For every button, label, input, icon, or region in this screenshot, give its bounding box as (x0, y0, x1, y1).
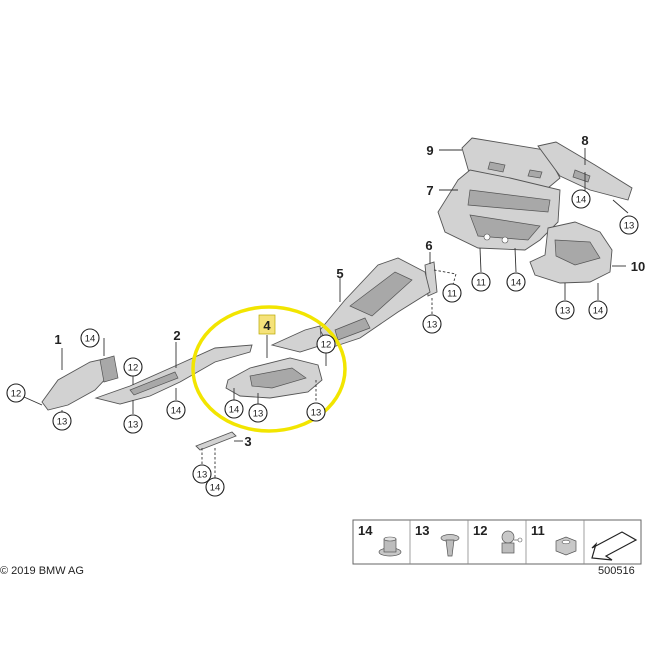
svg-text:13: 13 (427, 320, 438, 331)
svg-text:12: 12 (321, 340, 332, 351)
svg-text:12: 12 (128, 363, 139, 374)
part-label-1: 1 (54, 332, 61, 347)
highlight-ring (191, 305, 347, 433)
svg-text:12: 12 (11, 389, 22, 400)
callout-14: 14 (80, 328, 100, 348)
callout-12: 12 (6, 383, 26, 403)
svg-text:14: 14 (593, 306, 604, 317)
hex-nut-icon (555, 536, 577, 556)
callout-13: 13 (555, 300, 575, 320)
part-4-heat-shield[interactable] (225, 325, 323, 399)
push-clip-icon (440, 534, 460, 557)
part-10-heat-shield[interactable] (529, 221, 613, 284)
part-label-9: 9 (426, 143, 433, 158)
callout-12: 12 (123, 357, 143, 377)
svg-text:14: 14 (229, 405, 240, 416)
leader-lines (23, 148, 629, 478)
diagram-reference-number: 500516 (598, 565, 635, 577)
svg-text:13: 13 (253, 409, 264, 420)
callout-14: 14 (506, 272, 526, 292)
legend-label-14: 14 (358, 523, 373, 538)
part-label-2: 2 (173, 328, 180, 343)
svg-text:13: 13 (624, 221, 635, 232)
svg-text:11: 11 (447, 289, 457, 300)
callout-11: 11 (442, 283, 462, 303)
svg-text:13: 13 (560, 306, 571, 317)
callout-13: 13 (306, 402, 326, 422)
expanding-nut-icon (501, 530, 523, 554)
svg-text:11: 11 (476, 278, 486, 289)
callout-14: 14 (224, 399, 244, 419)
legend-label-12: 12 (473, 523, 487, 538)
svg-text:14: 14 (85, 334, 96, 345)
svg-text:14: 14 (511, 278, 522, 289)
callout-13: 13 (619, 215, 639, 235)
callout-14: 14 (166, 400, 186, 420)
part-label-6: 6 (425, 238, 432, 253)
svg-text:14: 14 (576, 195, 587, 206)
part-labels: 1 2 3 4 5 6 7 8 9 10 (54, 133, 645, 449)
part-5-tunnel-heat-shield[interactable] (319, 257, 431, 349)
part-label-7: 7 (426, 183, 433, 198)
part-label-8: 8 (581, 133, 588, 148)
svg-text:14: 14 (171, 406, 182, 417)
svg-text:13: 13 (197, 470, 208, 481)
callout-13: 13 (248, 403, 268, 423)
legend-label-13: 13 (415, 523, 429, 538)
callout-14: 14 (571, 189, 591, 209)
part-1-heat-shield[interactable] (41, 355, 119, 411)
svg-text:13: 13 (128, 420, 139, 431)
copyright-notice: © 2019 BMW AG (0, 565, 84, 577)
callouts: 14 13 11 14 13 14 11 13 12 14 13 13 14 1… (6, 189, 639, 497)
callout-14: 14 (205, 477, 225, 497)
part-label-3: 3 (244, 434, 251, 449)
direction-arrow-icon (591, 531, 638, 561)
callout-13: 13 (422, 314, 442, 334)
part-label-4: 4 (263, 318, 271, 333)
fastener-legend: 14 13 12 11 (352, 519, 642, 565)
part-label-5: 5 (336, 266, 343, 281)
callout-11: 11 (471, 272, 491, 292)
part-7-tunnel-heat-shield[interactable] (437, 169, 561, 251)
callout-13: 13 (52, 411, 72, 431)
svg-text:13: 13 (311, 408, 322, 419)
callout-13: 13 (123, 414, 143, 434)
callout-12: 12 (316, 334, 336, 354)
svg-text:14: 14 (210, 483, 221, 494)
part-3-bracket-strip[interactable] (195, 431, 237, 451)
legend-label-11: 11 (531, 523, 545, 538)
part-2-heat-shield[interactable] (94, 344, 253, 405)
washer-nut-icon (378, 536, 402, 557)
callout-14: 14 (588, 300, 608, 320)
callout-13: 13 (192, 464, 212, 484)
svg-text:13: 13 (57, 417, 68, 428)
part-4-highlight-badge (258, 314, 276, 335)
part-label-10: 10 (631, 259, 645, 274)
